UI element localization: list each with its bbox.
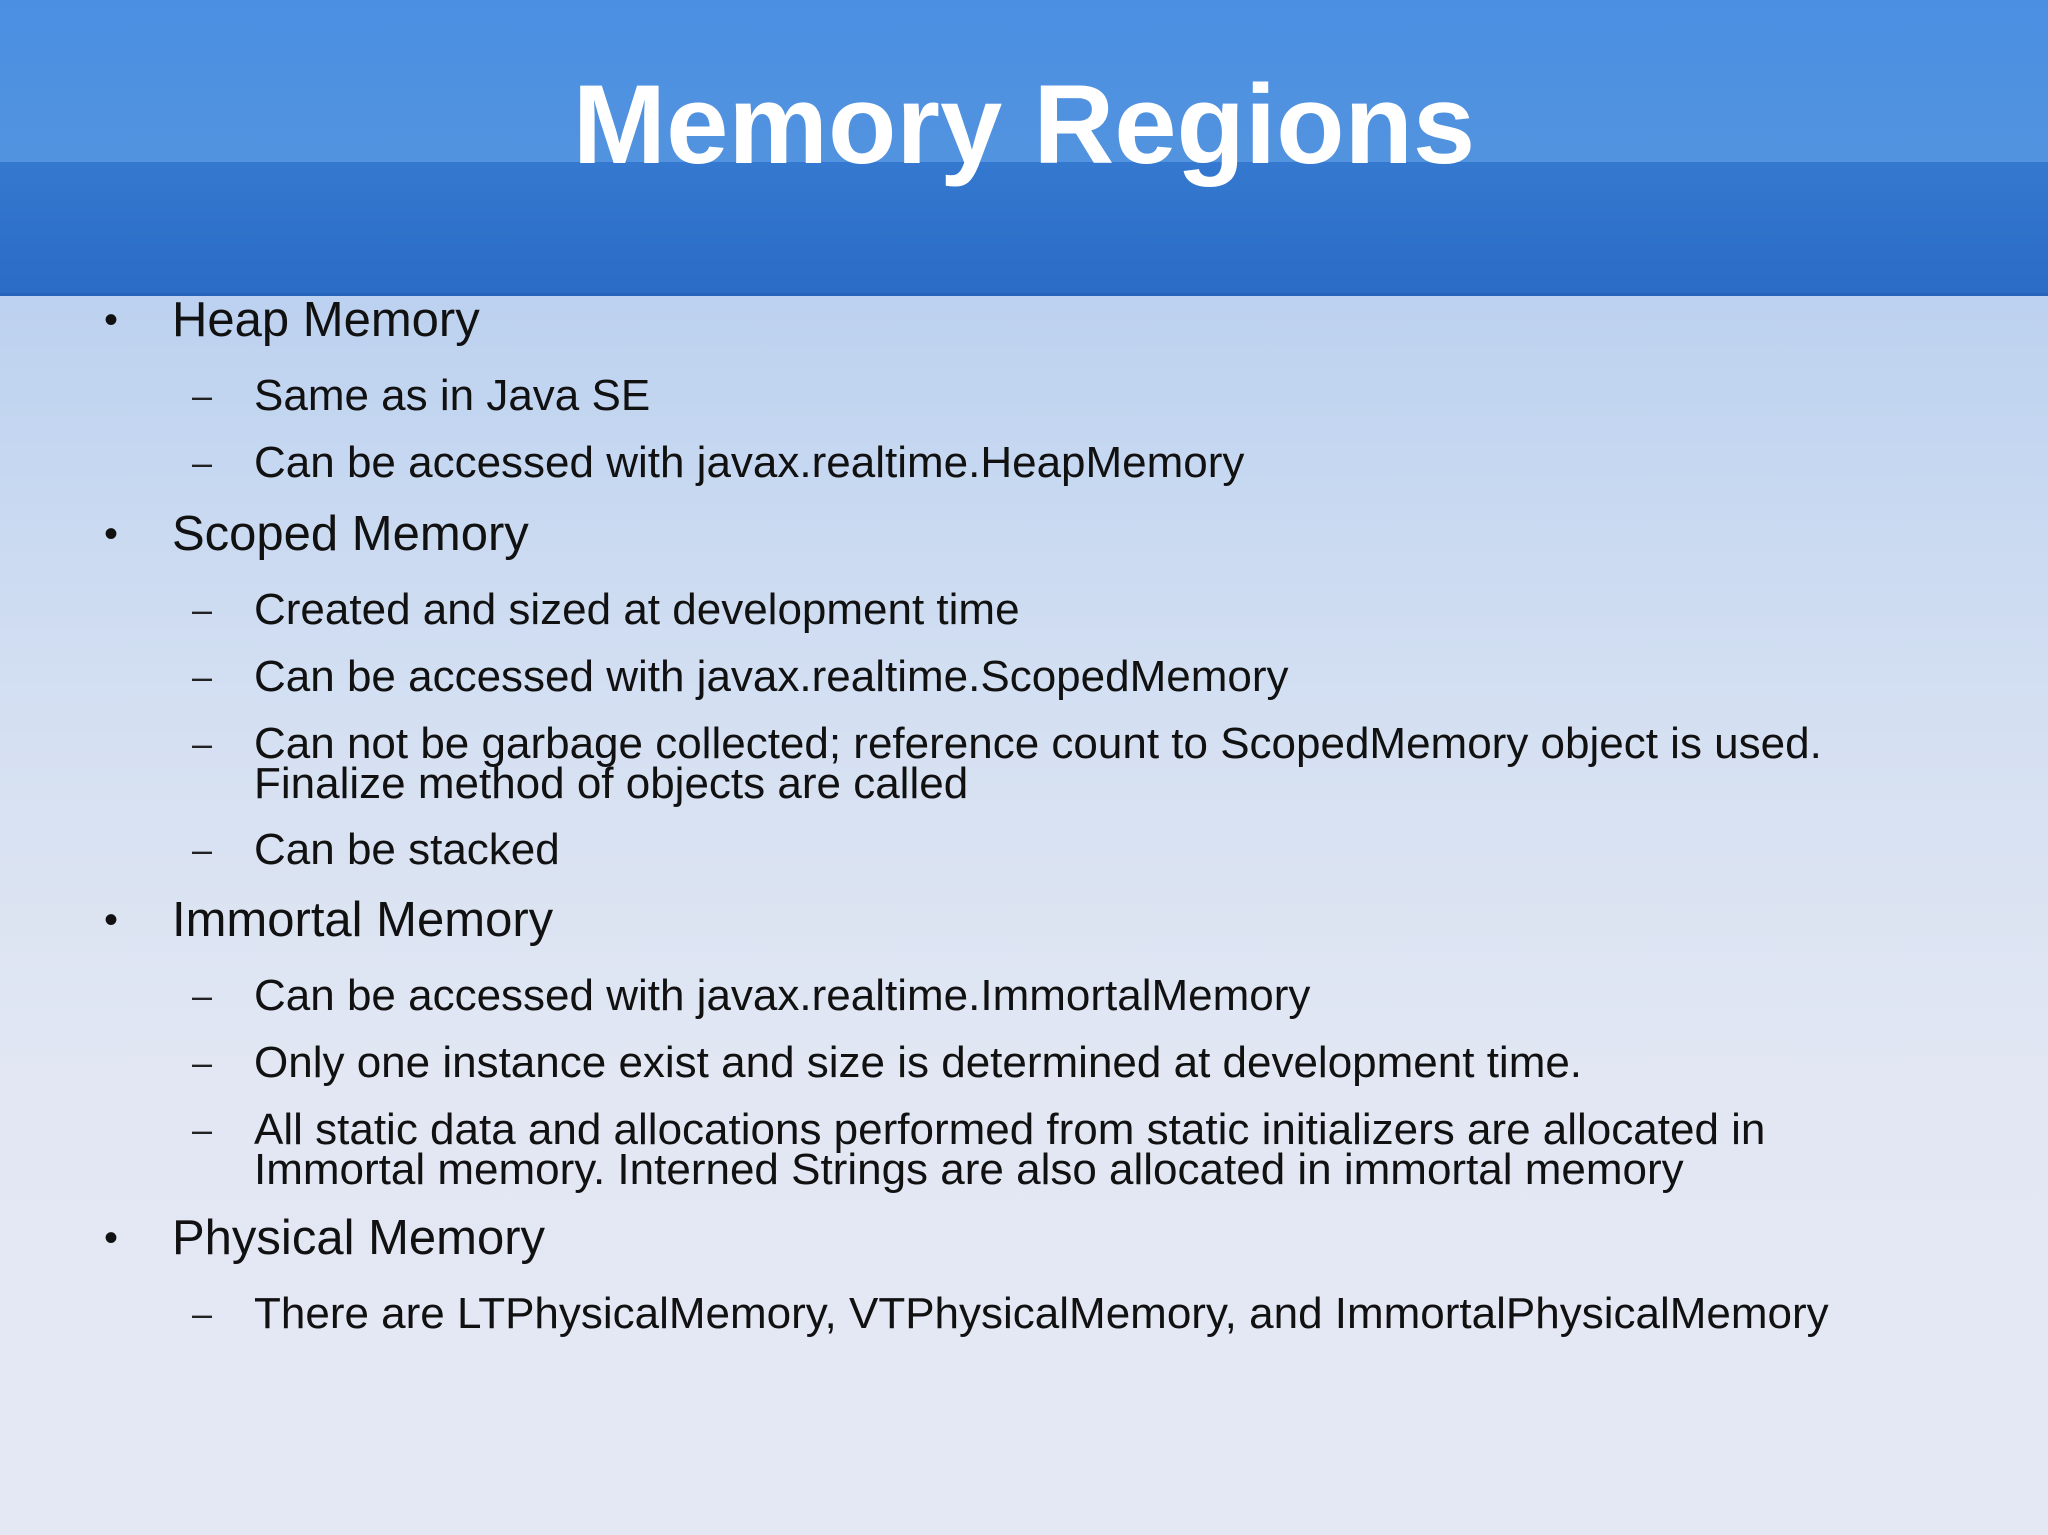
title-bar-edge	[0, 293, 2048, 296]
sub-bullet-text: Can be accessed with javax.realtime.Immo…	[254, 971, 1311, 1020]
sub-bullet: – Can not be garbage collected; referenc…	[192, 722, 1934, 806]
dash-icon: –	[192, 723, 213, 764]
sub-bullet-text: Same as in Java SE	[254, 371, 651, 420]
bullet-physical-memory: • Physical Memory	[104, 1210, 546, 1266]
bullet-immortal-memory: • Immortal Memory	[104, 892, 554, 948]
sub-bullet: – Can be accessed with javax.realtime.Im…	[192, 974, 1310, 1018]
dash-icon: –	[192, 975, 213, 1016]
sub-bullet-text: Can not be garbage collected; reference …	[254, 719, 1822, 808]
bullet-heading: Scoped Memory	[172, 507, 529, 561]
sub-bullet: – Same as in Java SE	[192, 374, 650, 418]
bullet-scoped-memory: • Scoped Memory	[104, 506, 529, 562]
title-bar-band	[0, 162, 2048, 296]
sub-bullet-text: Only one instance exist and size is dete…	[254, 1038, 1583, 1087]
bullet-heading: Immortal Memory	[172, 893, 554, 947]
dash-icon: –	[192, 829, 213, 870]
dash-icon: –	[192, 1293, 213, 1334]
bullet-heap-memory: • Heap Memory	[104, 292, 480, 348]
sub-bullet-text: Can be accessed with javax.realtime.Scop…	[254, 652, 1289, 701]
sub-bullet: – There are LTPhysicalMemory, VTPhysical…	[192, 1292, 1829, 1336]
sub-bullet-text: Can be stacked	[254, 825, 560, 874]
dash-icon: –	[192, 656, 213, 697]
bullet-heading: Heap Memory	[172, 293, 480, 347]
sub-bullet: – Created and sized at development time	[192, 588, 1020, 632]
sub-bullet: – Can be accessed with javax.realtime.He…	[192, 441, 1244, 485]
title-bar	[0, 0, 2048, 296]
sub-bullet: – Only one instance exist and size is de…	[192, 1041, 1582, 1085]
sub-bullet-text: Can be accessed with javax.realtime.Heap…	[254, 438, 1245, 487]
dash-icon: –	[192, 1109, 213, 1150]
sub-bullet: – All static data and allocations perfor…	[192, 1108, 1934, 1192]
sub-bullet: – Can be accessed with javax.realtime.Sc…	[192, 655, 1288, 699]
bullet-dot-icon: •	[104, 298, 119, 342]
bullet-dot-icon: •	[104, 1216, 119, 1260]
sub-bullet: – Can be stacked	[192, 828, 560, 872]
slide-title: Memory Regions	[572, 62, 1476, 187]
sub-bullet-text: All static data and allocations performe…	[254, 1105, 1766, 1194]
bullet-dot-icon: •	[104, 512, 119, 556]
dash-icon: –	[192, 589, 213, 630]
dash-icon: –	[192, 1042, 213, 1083]
bullet-dot-icon: •	[104, 898, 119, 942]
sub-bullet-text: Created and sized at development time	[254, 585, 1020, 634]
dash-icon: –	[192, 442, 213, 483]
dash-icon: –	[192, 375, 213, 416]
sub-bullet-text: There are LTPhysicalMemory, VTPhysicalMe…	[254, 1289, 1829, 1338]
bullet-heading: Physical Memory	[172, 1211, 546, 1265]
